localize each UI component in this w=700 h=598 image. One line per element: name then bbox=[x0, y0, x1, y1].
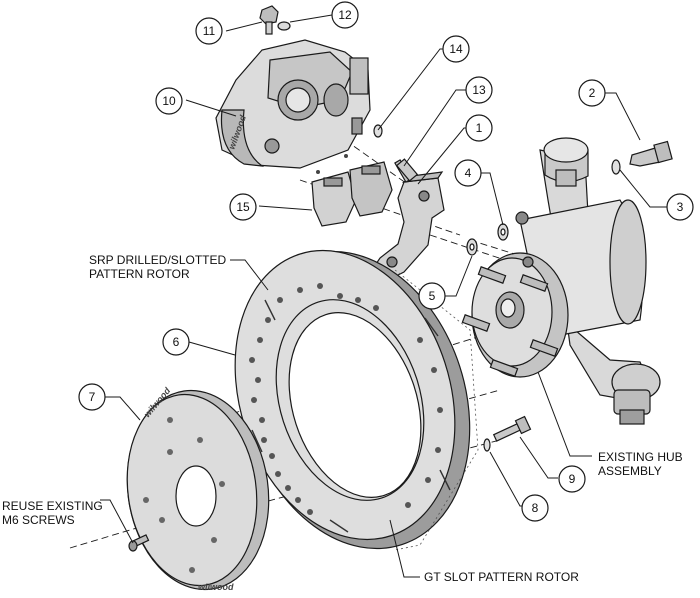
reuse-screws-label-line2: M6 SCREWS bbox=[2, 513, 75, 527]
svg-text:9: 9 bbox=[569, 472, 576, 486]
svg-text:1: 1 bbox=[476, 121, 483, 135]
washer-part-4 bbox=[497, 223, 509, 241]
svg-text:11: 11 bbox=[203, 24, 216, 38]
callout-11: 11 bbox=[195, 17, 223, 45]
bolt-part-2 bbox=[629, 140, 673, 167]
callout-5: 5 bbox=[418, 282, 446, 310]
svg-text:4: 4 bbox=[465, 166, 472, 180]
rotor-bolt-part-9 bbox=[492, 415, 532, 442]
callout-4: 4 bbox=[454, 159, 482, 187]
washer-part-5 bbox=[466, 238, 478, 256]
existing-hub-label-line2: ASSEMBLY bbox=[598, 464, 662, 478]
bleeder-cap-part-12 bbox=[277, 21, 291, 31]
svg-text:2: 2 bbox=[589, 86, 596, 100]
svg-text:13: 13 bbox=[472, 83, 486, 97]
callout-14: 14 bbox=[442, 35, 470, 63]
svg-text:15: 15 bbox=[236, 200, 250, 214]
svg-text:14: 14 bbox=[449, 42, 463, 56]
svg-text:10: 10 bbox=[162, 94, 176, 108]
svg-text:5: 5 bbox=[429, 289, 436, 303]
rotor-washer-part-8 bbox=[483, 438, 491, 452]
svg-text:6: 6 bbox=[173, 335, 180, 349]
brake-pads-part-15 bbox=[311, 154, 393, 227]
svg-text:3: 3 bbox=[677, 200, 684, 214]
svg-text:7: 7 bbox=[89, 390, 96, 404]
hat-logo-bottom: wilwood bbox=[198, 582, 234, 592]
rotor-part-6 bbox=[234, 249, 479, 551]
callout-9: 9 bbox=[558, 465, 586, 493]
bolt-part-13 bbox=[395, 158, 419, 182]
callout-3: 3 bbox=[666, 193, 694, 221]
callout-7: 7 bbox=[78, 383, 106, 411]
wheel-studs bbox=[461, 266, 559, 377]
callout-1: 1 bbox=[465, 114, 493, 142]
svg-text:8: 8 bbox=[532, 501, 539, 515]
callout-15: 15 bbox=[229, 193, 257, 221]
callout-2: 2 bbox=[578, 79, 606, 107]
existing-hub-label-line1: EXISTING HUB bbox=[598, 450, 683, 464]
callout-12: 12 bbox=[331, 1, 359, 29]
callout-6: 6 bbox=[162, 328, 190, 356]
existing-hub-assembly bbox=[461, 137, 661, 425]
srp-rotor-label-line1: SRP DRILLED/SLOTTED bbox=[89, 253, 226, 267]
hat-bolt-holes bbox=[143, 417, 225, 573]
svg-text:12: 12 bbox=[338, 8, 352, 22]
rotor-slots bbox=[251, 299, 451, 533]
callout-13: 13 bbox=[465, 76, 493, 104]
srp-rotor-label-line2: PATTERN ROTOR bbox=[89, 267, 190, 281]
bleeder-screw-part-11 bbox=[259, 5, 279, 35]
caliper-part-10: wilwood bbox=[215, 39, 371, 169]
callout-8: 8 bbox=[521, 494, 549, 522]
rotor-drill-holes bbox=[249, 283, 443, 515]
m6-screw bbox=[128, 534, 150, 552]
gt-slot-rotor-label: GT SLOT PATTERN ROTOR bbox=[424, 570, 579, 584]
rotor-hat-part-7: wilwood wilwood bbox=[126, 385, 270, 592]
washer-part-3 bbox=[611, 159, 621, 175]
reuse-screws-label-line1: REUSE EXISTING bbox=[2, 499, 103, 513]
callout-10: 10 bbox=[155, 87, 183, 115]
